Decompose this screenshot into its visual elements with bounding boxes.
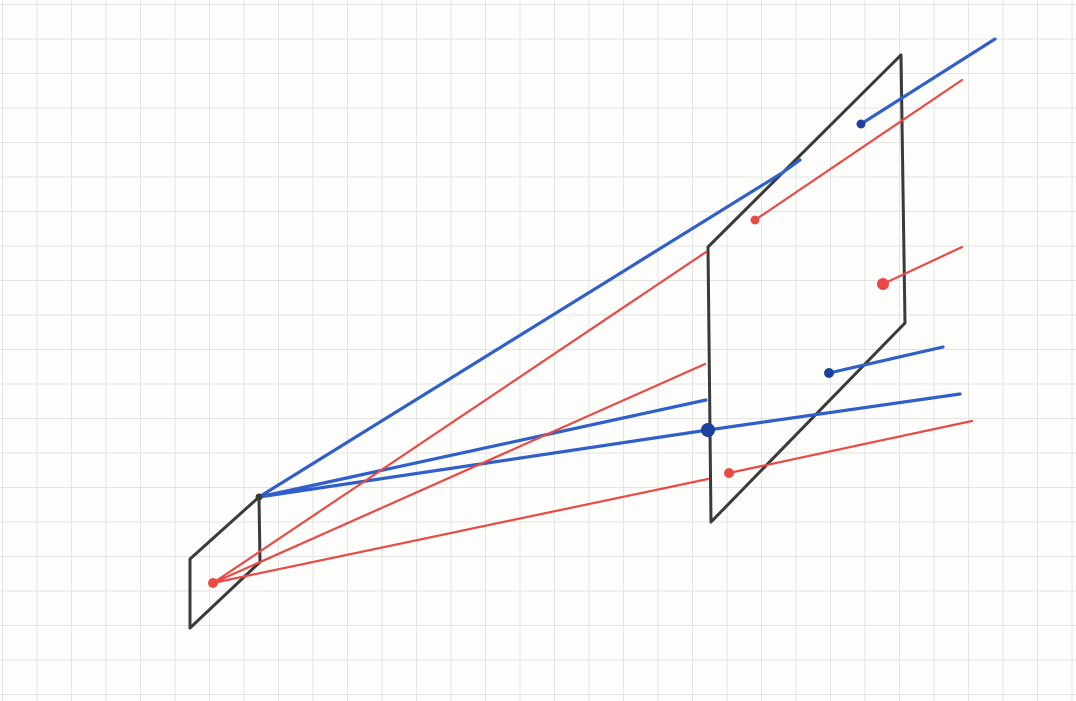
points [208, 119, 889, 588]
blue-segment-right [827, 345, 945, 375]
red-point-right [877, 278, 889, 290]
blue-segment-top [859, 37, 997, 126]
blue-rays [257, 37, 997, 499]
red-segment-right [881, 245, 964, 286]
red-segment-bottom [727, 419, 974, 475]
large-frame-outline [706, 53, 907, 524]
red-point-origin [208, 578, 218, 588]
small-parallelogram-frame [188, 495, 262, 630]
blue-point-top [856, 119, 866, 129]
blue-ray-upper [257, 171, 784, 499]
blue-ray-upper-continuation [780, 158, 802, 175]
small-frame-apex-point [255, 493, 263, 501]
red-ray-upper [211, 250, 708, 585]
blue-point-frame-intersection [701, 423, 715, 437]
red-point-bottom [724, 468, 734, 478]
red-rays [211, 78, 974, 585]
red-ray-middle [211, 362, 707, 585]
blue-point-right [824, 368, 834, 378]
small-frame-outline [188, 495, 262, 630]
large-parallelogram-frame [706, 53, 907, 524]
red-point-top [750, 215, 760, 225]
blue-ray-lower-continuation [706, 392, 962, 432]
red-ray-lower [211, 477, 710, 585]
red-segment-top [753, 78, 964, 222]
blue-ray-middle [257, 398, 708, 499]
